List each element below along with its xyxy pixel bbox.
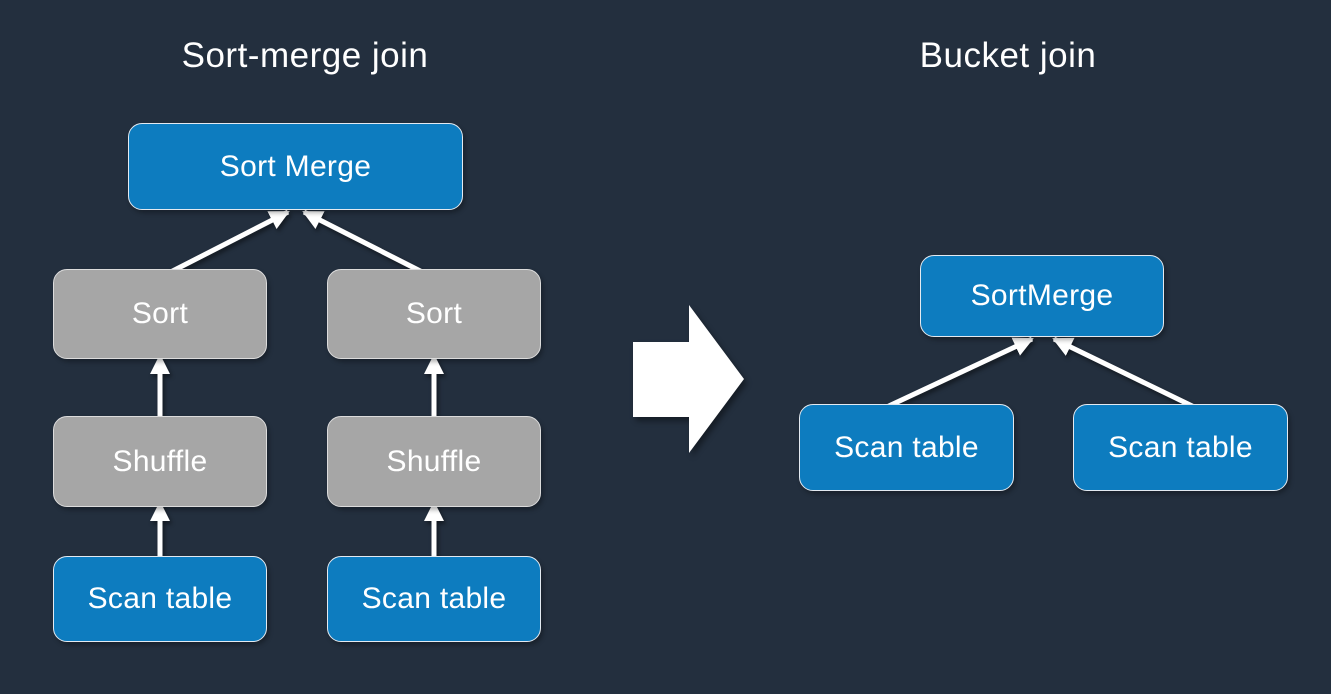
node-scan-table-right: Scan table bbox=[327, 556, 541, 642]
node-sortmerge-bucket: SortMerge bbox=[920, 255, 1164, 337]
right-diagram-title: Bucket join bbox=[919, 36, 1097, 75]
node-sort-merge: Sort Merge bbox=[128, 123, 463, 210]
right-block-arrow-icon bbox=[633, 305, 744, 453]
node-scan-table-left: Scan table bbox=[53, 556, 267, 642]
node-scan-table-bucket-right: Scan table bbox=[1073, 404, 1288, 491]
node-shuffle-left: Shuffle bbox=[53, 416, 267, 507]
node-scan-table-bucket-left: Scan table bbox=[799, 404, 1014, 491]
node-sort-right: Sort bbox=[327, 269, 541, 359]
node-sort-left: Sort bbox=[53, 269, 267, 359]
left-diagram-title: Sort-merge join bbox=[181, 36, 429, 75]
node-shuffle-right: Shuffle bbox=[327, 416, 541, 507]
